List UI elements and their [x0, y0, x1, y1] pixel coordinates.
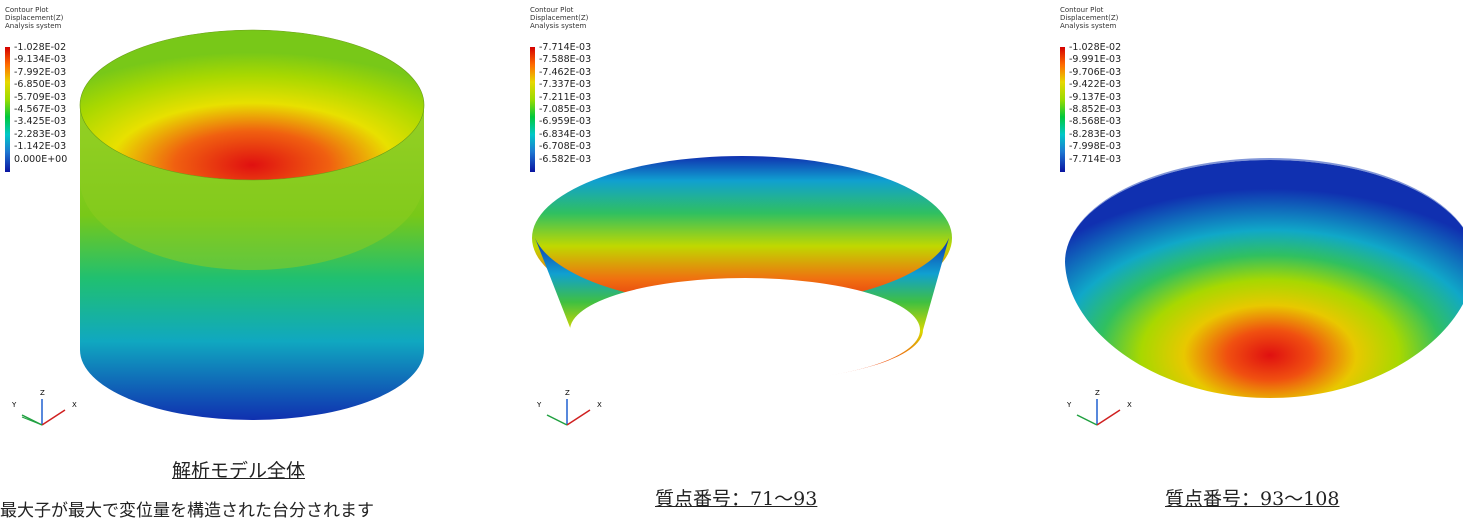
ring-contour-model [532, 156, 952, 382]
legend-value: -9.706E-03 [1069, 66, 1122, 78]
legend-value: -5.709E-03 [14, 91, 67, 103]
header-line: Contour Plot [5, 6, 49, 14]
header-line: Contour Plot [1060, 6, 1104, 14]
legend-value: -1.142E-03 [14, 141, 67, 153]
header-line: Contour Plot [530, 6, 574, 14]
legend-value: -7.588E-03 [539, 54, 592, 66]
legend-value: -3.425E-03 [14, 116, 67, 128]
axis-x-label: X [72, 401, 77, 409]
legend-value: -4.567E-03 [14, 104, 67, 116]
legend-colorbar [1060, 47, 1065, 172]
header-line: Displacement(Z) [5, 14, 64, 22]
axis-y-label: Y [11, 401, 17, 409]
legend-value: -9.422E-03 [1069, 79, 1122, 91]
axis-y-label: Y [536, 401, 542, 409]
axis-y-label: Y [1066, 401, 1072, 409]
legend-colorbar [530, 47, 535, 172]
legend-value: -7.462E-03 [539, 66, 592, 78]
caption-ring-section: 質点番号：71～93 [655, 488, 818, 510]
legend-value: -6.959E-03 [539, 116, 592, 128]
panel-ring-section: Contour Plot Displacement(Z) Analysis sy… [525, 0, 1035, 510]
legend-value: -6.834E-03 [539, 128, 592, 140]
axis-x-label: X [597, 401, 602, 409]
header-line: Analysis system [5, 22, 62, 30]
legend-value: -1.028E-02 [14, 42, 67, 53]
dish-contour-model [1065, 158, 1463, 398]
caption-dish-section: 質点番号：93～108 [1165, 488, 1340, 510]
legend-value: -6.582E-03 [539, 153, 592, 165]
legend-value: -9.137E-03 [1069, 91, 1122, 103]
header-line: Analysis system [530, 22, 587, 30]
legend-value: 0.000E+00 [14, 153, 68, 165]
legend-value: -7.085E-03 [539, 104, 592, 116]
panel-dish-section: Contour Plot Displacement(Z) Analysis sy… [1055, 0, 1463, 510]
legend-value: -6.708E-03 [539, 141, 592, 153]
body-text-fragment: 最大子が最大で変位量を構造された台分されます [0, 501, 374, 521]
legend-value: -7.714E-03 [1069, 153, 1122, 165]
axis-z-label: Z [40, 389, 45, 397]
legend-value: -1.028E-02 [1069, 42, 1122, 53]
legend-value: -7.998E-03 [1069, 141, 1122, 153]
legend-value: -6.850E-03 [14, 79, 67, 91]
header-line: Analysis system [1060, 22, 1117, 30]
plot-header: Contour Plot Displacement(Z) Analysis sy… [5, 6, 63, 30]
legend-colorbar [5, 47, 10, 172]
caption-full-model: 解析モデル全体 [172, 460, 306, 482]
header-line: Displacement(Z) [530, 14, 589, 22]
legend-value: -8.283E-03 [1069, 128, 1122, 140]
legend-value: -7.337E-03 [539, 79, 592, 91]
plot-header: Contour Plot Displacement(Z) Analysis sy… [530, 6, 588, 30]
legend-value: -7.714E-03 [539, 42, 592, 53]
cylinder-contour-model [79, 29, 425, 420]
axis-z-label: Z [565, 389, 570, 397]
legend-value: -7.211E-03 [539, 91, 592, 103]
legend-value: -8.568E-03 [1069, 116, 1122, 128]
axis-x-label: X [1127, 401, 1132, 409]
panel-full-model: Contour Plot Displacement(Z) Analysis sy… [0, 0, 500, 508]
legend-value: -7.992E-03 [14, 66, 67, 78]
legend-value: -2.283E-03 [14, 128, 67, 140]
legend-value: -9.134E-03 [14, 54, 67, 66]
axis-z-label: Z [1095, 389, 1100, 397]
plot-header: Contour Plot Displacement(Z) Analysis sy… [1060, 6, 1118, 30]
header-line: Displacement(Z) [1060, 14, 1119, 22]
legend-value: -9.991E-03 [1069, 54, 1122, 66]
legend-value: -8.852E-03 [1069, 104, 1122, 116]
